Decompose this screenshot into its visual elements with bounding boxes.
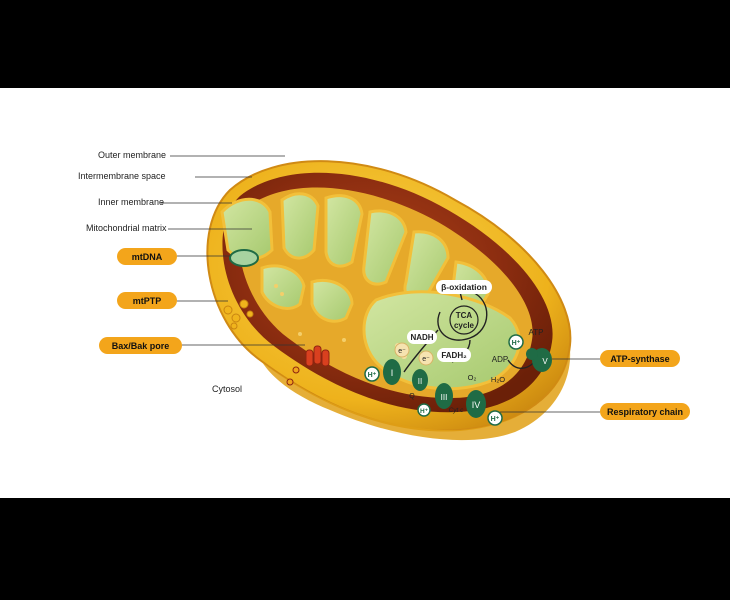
mitochondrial-matrix-label: Mitochondrial matrix xyxy=(86,223,167,233)
inner-membrane-label: Inner membrane xyxy=(98,197,165,207)
proton-label-4: H⁺ xyxy=(512,340,521,347)
diagram-panel: β-oxidation TCA cycle NADH FADH₂ e⁻ e⁻ H… xyxy=(0,88,730,498)
complex-iv xyxy=(466,390,486,418)
complex-ii xyxy=(412,369,428,391)
electron-bubbles xyxy=(394,342,434,366)
cristae xyxy=(220,192,521,391)
o2-label: O₂ xyxy=(468,373,477,382)
proton-label-2: H⁺ xyxy=(420,408,429,415)
h2o-label: H₂O xyxy=(491,375,505,384)
adp-label: ADP xyxy=(492,355,508,364)
cyt-c-label: Cyt c xyxy=(449,407,465,414)
respiratory-chain-callout: Respiratory chain xyxy=(600,403,690,420)
tca-label-line2: cycle xyxy=(454,321,475,330)
mtptp-callout: mtPTP xyxy=(117,292,177,309)
complex-iv-label: IV xyxy=(472,400,481,410)
tca-label-line1: TCA xyxy=(456,311,473,320)
beta-oxidation-label: β-oxidation xyxy=(441,282,487,292)
mtdna-ring xyxy=(229,249,259,267)
atp-synthase-head xyxy=(526,348,538,360)
bax-bak-pore xyxy=(286,345,330,386)
mitochondrion-illustration: β-oxidation TCA cycle NADH FADH₂ e⁻ e⁻ H… xyxy=(161,155,600,441)
nadh-label: NADH xyxy=(410,333,433,342)
mtdna-callout: mtDNA xyxy=(117,248,177,265)
complex-v-label: V xyxy=(542,357,548,366)
atp-label: ATP xyxy=(529,328,544,337)
complex-i xyxy=(383,359,401,385)
complex-iii-label: III xyxy=(441,393,448,402)
mtptp-channel xyxy=(223,299,254,330)
complex-i-label: I xyxy=(391,368,394,378)
respiratory-complexes xyxy=(383,348,552,418)
outer-membrane-label: Outer membrane xyxy=(98,150,167,160)
leader-lines xyxy=(161,155,600,413)
proton-label-3: H⁺ xyxy=(491,416,500,423)
fadh2-label: FADH₂ xyxy=(441,351,467,360)
cytosol-label: Cytosol xyxy=(212,384,243,394)
electron-label-2: e⁻ xyxy=(422,356,430,363)
atp-synthase-callout: ATP-synthase xyxy=(600,350,680,367)
electron-label-1: e⁻ xyxy=(398,348,406,355)
complex-ii-label: II xyxy=(418,377,422,386)
complex-iii xyxy=(435,383,453,409)
bax-bak-callout: Bax/Bak pore xyxy=(99,337,182,354)
metabolite-boxes xyxy=(407,280,492,362)
proton-bubbles xyxy=(364,334,524,426)
q-label: Q xyxy=(409,393,415,400)
intermembrane-space-label: Intermembrane space xyxy=(78,171,166,181)
proton-label-1: H⁺ xyxy=(368,372,377,379)
